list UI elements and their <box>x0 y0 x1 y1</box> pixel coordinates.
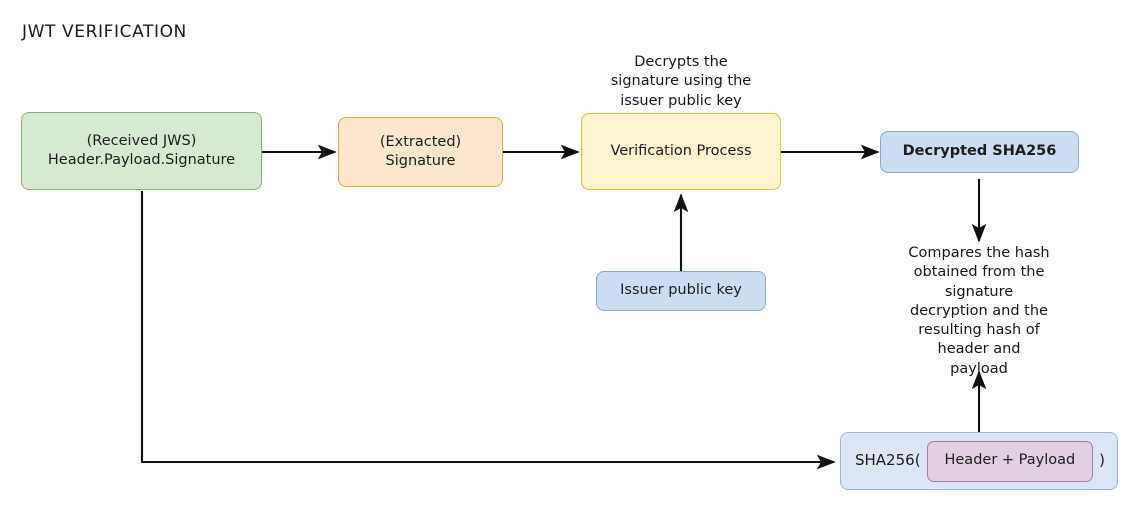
annotation-compares-note: Compares the hash obtained from the sign… <box>908 245 1050 377</box>
node-extracted-signature-label: (Extracted) Signature <box>379 133 462 169</box>
node-verification-process-label: Verification Process <box>610 142 752 159</box>
node-received-jws-label: (Received JWS) Header.Payload.Signature <box>47 132 236 168</box>
page-title: JWT VERIFICATION <box>22 22 187 42</box>
node-decrypted-sha256[interactable]: Decrypted SHA256 <box>880 131 1079 173</box>
annotation-decrypts-note: Decrypts the signature using the issuer … <box>610 54 752 109</box>
node-issuer-public-key-label: Issuer public key <box>620 282 742 299</box>
node-sha256-compose[interactable]: SHA256( Header + Payload ) <box>840 432 1118 490</box>
node-decrypted-sha256-label: Decrypted SHA256 <box>902 143 1057 160</box>
node-verification-process[interactable]: Verification Process <box>581 113 781 190</box>
node-received-jws[interactable]: (Received JWS) Header.Payload.Signature <box>21 112 262 190</box>
node-header-plus-payload-label: Header + Payload <box>944 452 1076 469</box>
node-extracted-signature[interactable]: (Extracted) Signature <box>338 117 503 187</box>
sha256-prefix-label: SHA256( <box>855 451 921 470</box>
edge-jws-to-sha256 <box>140 191 836 470</box>
node-issuer-public-key[interactable]: Issuer public key <box>596 271 766 311</box>
node-header-plus-payload[interactable]: Header + Payload <box>926 440 1094 482</box>
sha256-suffix-label: ) <box>1099 451 1105 470</box>
